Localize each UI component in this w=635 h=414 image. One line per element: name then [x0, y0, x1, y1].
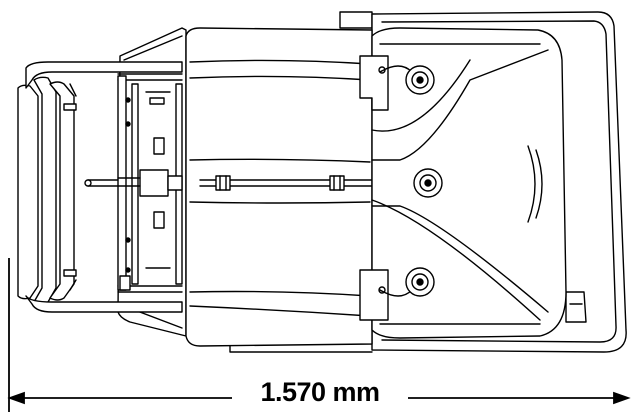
- push-handle: [17, 61, 183, 313]
- body-shell: [185, 27, 373, 347]
- seat-front: [359, 27, 567, 339]
- dimension-line: [7, 258, 631, 412]
- overall-length-label: 1.570 mm: [235, 376, 405, 408]
- arrowhead-left-icon: [7, 391, 25, 405]
- internal-frame: [84, 73, 183, 293]
- arrowhead-right-icon: [613, 391, 631, 405]
